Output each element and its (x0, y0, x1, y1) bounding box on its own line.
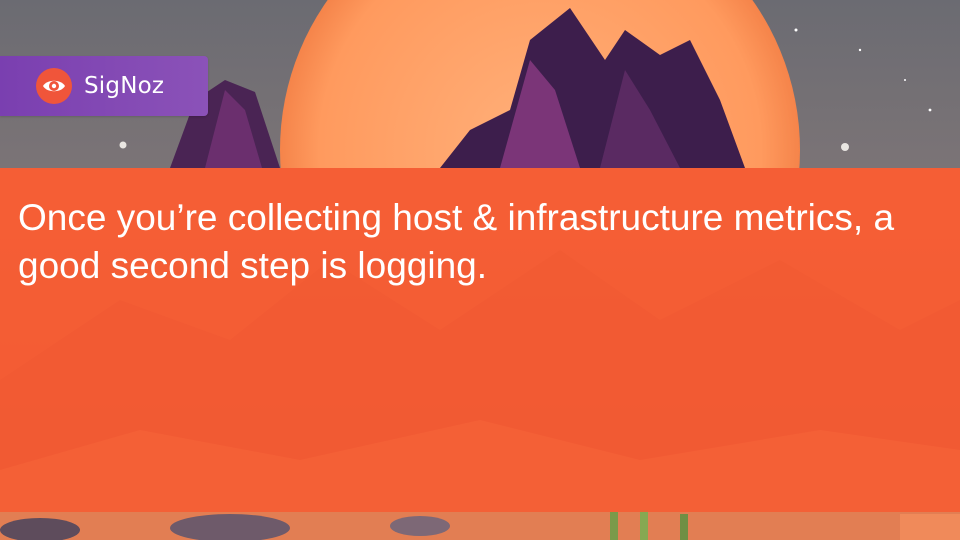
headline-band (0, 168, 960, 512)
eye-icon (36, 68, 72, 104)
brand-tab: SigNoz (0, 56, 208, 116)
slide-headline: Once you’re collecting host & infrastruc… (18, 197, 895, 286)
brand-name: SigNoz (84, 73, 165, 99)
